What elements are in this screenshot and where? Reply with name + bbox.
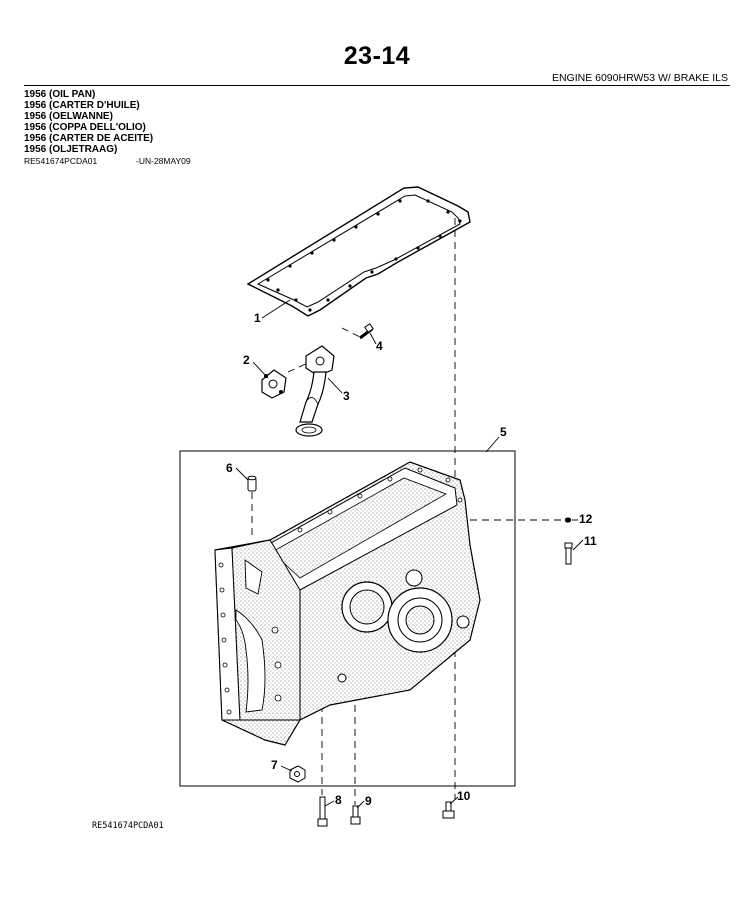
- callout-8: 8: [335, 793, 342, 807]
- bolt-part-11: [564, 542, 573, 565]
- title-line: 1956 (CARTER D'HUILE): [24, 100, 140, 111]
- oil-pan-housing: [214, 461, 481, 746]
- callout-6: 6: [226, 461, 233, 475]
- section-header: ENGINE 6090HRW53 W/ BRAKE ILS: [551, 72, 728, 84]
- callout-4: 4: [376, 339, 383, 353]
- bolt-part-10: [442, 801, 455, 819]
- oil-pan-box: [179, 450, 516, 787]
- callout-12: 12: [579, 512, 593, 526]
- callout-9: 9: [365, 794, 372, 808]
- callout-numbers: 1 2 3 4 5 6 7 8 9 10 11 12: [226, 311, 597, 808]
- callout-2: 2: [243, 353, 250, 367]
- reference-date: -UN-28MAY09: [136, 156, 191, 166]
- bolt-part-8: [317, 796, 328, 827]
- callout-11: 11: [584, 534, 597, 548]
- page-number: 23-14: [343, 42, 411, 70]
- callout-leaders: [235, 299, 584, 809]
- dowel-pin-part: [247, 475, 257, 492]
- title-line: 1956 (OLJETRAAG): [24, 144, 118, 155]
- washer-part-12: [564, 517, 572, 523]
- flange-gasket-part: [261, 369, 287, 399]
- header-divider: [24, 85, 730, 86]
- title-block: 1956 (OIL PAN) 1956 (CARTER D'HUILE) 195…: [24, 89, 153, 155]
- mounting-holes: [218, 467, 463, 715]
- cap-screw-part: [359, 323, 374, 340]
- drain-plug-part: [289, 765, 306, 783]
- callout-3: 3: [343, 389, 350, 403]
- reference-code: RE541674PCDA01: [24, 156, 98, 166]
- title-line: 1956 (OELWANNE): [24, 111, 113, 122]
- bolt-part-9: [350, 805, 361, 825]
- callout-10: 10: [457, 789, 471, 803]
- callout-1: 1: [254, 311, 261, 325]
- suction-pipe-part: [295, 345, 335, 437]
- reference-line: RE541674PCDA01 -UN-28MAY09: [24, 156, 191, 166]
- title-line: 1956 (COPPA DELL'OLIO): [24, 122, 146, 133]
- title-line: 1956 (CARTER DE ACEITE): [24, 133, 154, 144]
- callout-5: 5: [500, 425, 507, 439]
- illustration-code: RE541674PCDA01: [92, 821, 164, 831]
- title-line: 1956 (OIL PAN): [24, 89, 96, 100]
- callout-7: 7: [271, 758, 278, 772]
- gasket-part: [246, 186, 471, 317]
